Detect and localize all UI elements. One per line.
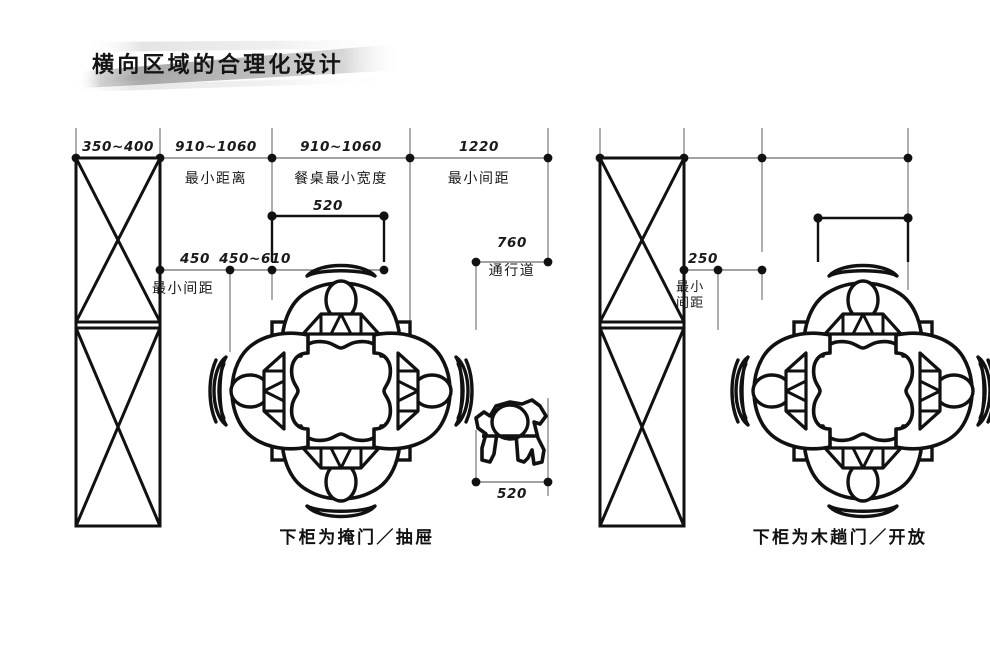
page-title: 横向区域的合理化设计 (92, 53, 345, 78)
dimension-note-seat-min-gap: 最小间距 (152, 281, 215, 297)
dimension-note-table-min-width: 餐桌最小宽度 (294, 171, 388, 187)
right-gap-dimension (679, 265, 767, 275)
dimension-value-aisle: 760 (497, 235, 527, 251)
left-table-width-dimension (267, 211, 389, 262)
right-seated-person-left (730, 331, 832, 451)
dimension-value-cabinet-depth: 350~400 (82, 139, 154, 155)
dimension-value-table-width: 520 (313, 198, 343, 214)
left-panel-artwork (71, 128, 553, 528)
left-cabinet (74, 156, 162, 528)
dimension-value-right-gap: 250 (688, 251, 718, 267)
left-seated-person-left (208, 331, 310, 451)
dimension-note-min-gap: 最小间距 (447, 171, 511, 187)
left-person-width-dimension (471, 477, 553, 487)
left-seated-person-right (372, 331, 474, 451)
dimension-value-seat-depth: 450~610 (219, 251, 291, 267)
right-panel-caption: 下柜为木趟门／开放 (752, 528, 928, 548)
right-seated-person-right (894, 331, 990, 451)
right-panel-artwork (595, 128, 990, 528)
dimension-value-standing-person-width: 520 (497, 486, 527, 502)
right-cabinet (598, 156, 686, 528)
title-brush-stroke (70, 40, 406, 92)
dimension-note-aisle: 通行道 (488, 263, 536, 279)
dimension-note-min-distance: 最小距离 (184, 171, 248, 187)
left-aisle-dimension (471, 257, 553, 267)
dimension-note-right-gap: 最小 间距 (676, 280, 705, 311)
dimension-value-seat-min-gap: 450 (180, 251, 210, 267)
dimension-value-min-gap: 1220 (459, 139, 499, 155)
dimension-value-table-min-width: 910~1060 (300, 139, 382, 155)
dimension-value-min-distance: 910~1060 (175, 139, 257, 155)
left-panel-caption: 下柜为掩门／抽屉 (279, 528, 435, 548)
left-standing-person (474, 398, 548, 466)
right-table-width-dimension (813, 213, 913, 262)
